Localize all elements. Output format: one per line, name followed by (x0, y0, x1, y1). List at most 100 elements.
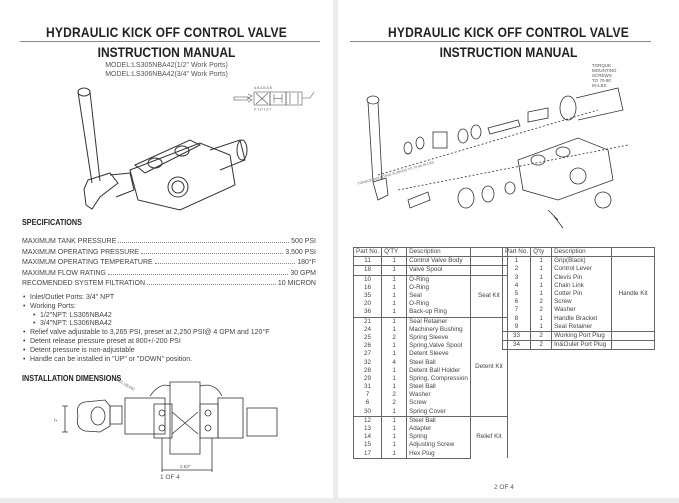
part-number-cell: 26 (352, 342, 383, 351)
part-number-cell: 31 (352, 383, 383, 392)
part-number-cell: 6 (352, 399, 383, 408)
spec-label: MAXIMUM OPERATING PRESSURE (22, 248, 139, 256)
page-subtitle: INSTRUCTION MANUAL (439, 44, 578, 60)
quantity-cell: 1 (381, 325, 408, 334)
part-number-cell: 5 (501, 289, 532, 299)
quantity-cell: 4 (381, 358, 408, 367)
manual-page-2: HYDRAULIC KICK OFF CONTROL VALVE INSTRUC… (338, 0, 679, 498)
part-number-cell: 7 (352, 391, 383, 400)
quantity-cell: 1 (530, 273, 553, 282)
quantity-cell: 1 (381, 441, 408, 450)
column-header: Q'ty (530, 246, 553, 258)
part-number-cell: 34 (501, 340, 532, 351)
description-cell: Machinery Bushing (406, 325, 471, 334)
column-header: Q'TY (381, 246, 408, 258)
column-header: Description (551, 246, 613, 258)
kit-cell: Relief Kit (469, 415, 508, 459)
quantity-cell: 2 (530, 330, 553, 341)
spec-value: 10 MICRON (277, 280, 316, 288)
description-cell: Steel Ball (406, 358, 471, 367)
feature-item: Relief valve adjustable to 3,265 PSI, pr… (23, 329, 269, 338)
exploded-parts-diagram: TORQUE MOUNTING SCREWS TO 70-90 IN-LBS (357, 87, 629, 229)
kit-cell (611, 330, 656, 341)
part-number-cell: 25 (352, 333, 383, 343)
part-number-cell: 6 (501, 298, 532, 307)
description-cell: Cotter Pin (551, 289, 613, 299)
description-cell: Detent Sleeve (406, 350, 471, 359)
part-number-cell: 16 (352, 283, 383, 292)
part-number-cell: 1 (501, 256, 532, 266)
quantity-cell: 1 (381, 316, 408, 326)
spec-value: 30 GPM (290, 269, 316, 277)
description-cell: Adjusting Screw (406, 441, 471, 450)
quantity-cell: 1 (381, 424, 408, 434)
quantity-cell: 1 (381, 350, 408, 359)
model-line-1: MODEL:LS305NBA42(1/2" Work Ports) (105, 62, 228, 69)
quantity-cell: 1 (381, 366, 408, 375)
description-cell: Spring,Valve Spool (406, 342, 471, 351)
spec-label: MAXIMUM TANK PRESSURE (22, 238, 117, 245)
description-cell: Working Port Plug (551, 330, 613, 341)
part-number-cell: 15 (352, 441, 383, 450)
quantity-cell: 1 (381, 415, 408, 425)
part-number-cell: 12 (352, 415, 383, 425)
part-number-cell: 27 (352, 350, 383, 359)
description-cell: Grip(Black) (551, 256, 613, 266)
part-number-cell: 10 (352, 274, 383, 284)
quantity-cell: 1 (530, 322, 553, 332)
description-cell: Spring Sleeve (406, 333, 471, 343)
schematic-bottom-label: P T P T P T (254, 108, 273, 112)
part-number-cell: 30 (352, 407, 383, 417)
description-cell: Back-up Ring (406, 308, 471, 317)
description-cell: Hex Plug (406, 449, 471, 459)
installation-dimensions-drawing: 5/16-18UNC 1" 2.63" (53, 377, 278, 472)
quantity-cell: 2 (530, 298, 553, 307)
torque-note-2: TORQUE MOUNTING SCREWS TO 70-90 IN-LBS (357, 160, 435, 186)
description-cell: Seal (406, 291, 471, 301)
feature-item: Inlet/Outlet Ports: 3/4" NPT (23, 294, 270, 303)
column-header: Description (406, 246, 471, 258)
part-number-cell: 33 (501, 330, 532, 341)
feature-item: Detent pressure is non-adjustable (23, 347, 270, 356)
spec-label: MAXIMUM FLOW RATING (22, 269, 106, 277)
quantity-cell: 1 (381, 274, 408, 284)
quantity-cell: 1 (381, 291, 408, 301)
page-title: HYDRAULIC KICK OFF CONTROL VALVE (46, 24, 287, 40)
specifications-heading: SPECIFICATIONS (22, 218, 82, 227)
description-cell: Seal Retainer (551, 322, 613, 332)
quantity-cell: 1 (381, 283, 408, 292)
description-cell: Valve Spool (406, 265, 471, 276)
quantity-cell: 1 (381, 300, 408, 309)
manual-page-1: HYDRAULIC KICK OFF CONTROL VALVE INSTRUC… (0, 0, 333, 498)
thread-note: 5/16-18UNC (115, 377, 137, 393)
part-number-cell: 2 (501, 265, 532, 274)
part-number-cell: 7 (501, 306, 532, 315)
description-cell: Washer (406, 391, 471, 400)
part-number-cell: 32 (352, 358, 383, 367)
page-title: HYDRAULIC KICK OFF CONTROL VALVE (388, 24, 629, 40)
